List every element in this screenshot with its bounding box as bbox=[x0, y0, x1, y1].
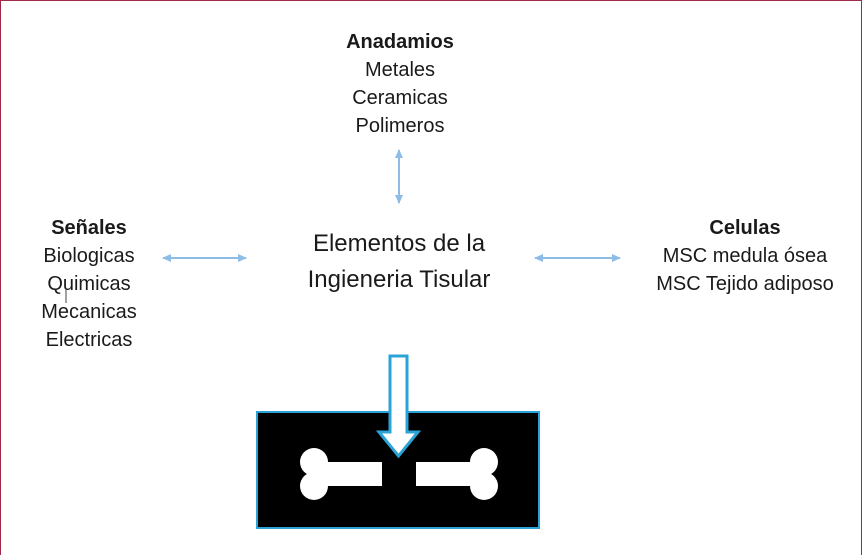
bone-icon bbox=[300, 448, 382, 500]
celulas-item-medula: MSC medula ósea bbox=[662, 245, 828, 267]
celulas-item-adiposo: MSC Tejido adiposo bbox=[656, 273, 834, 295]
senales-block: Señales Biologicas Quimicas Mecanicas El… bbox=[0, 214, 178, 354]
senales-item-electricas: Electricas bbox=[45, 329, 133, 351]
anadamios-item-polimeros: Polimeros bbox=[355, 115, 445, 137]
celulas-title: Celulas bbox=[709, 217, 781, 239]
anadamios-block: Anadamios Metales Ceramicas Polimeros bbox=[300, 28, 500, 140]
down-arrow-icon bbox=[375, 354, 422, 459]
center-title-line-2: Ingieneria Tisular bbox=[307, 266, 491, 293]
center-title: Elementos de la Ingieneria Tisular bbox=[240, 226, 558, 298]
center-title-line-1: Elementos de la bbox=[312, 230, 486, 257]
anadamios-item-metales: Metales bbox=[364, 59, 436, 81]
anadamios-title: Anadamios bbox=[346, 31, 454, 53]
celulas-block: Celulas MSC medula ósea MSC Tejido adipo… bbox=[628, 214, 862, 298]
senales-item-mecanicas: Mecanicas bbox=[41, 301, 137, 323]
senales-title: Señales bbox=[51, 217, 127, 239]
senales-item-biologicas: Biologicas bbox=[43, 245, 135, 267]
anadamios-item-ceramicas: Ceramicas bbox=[352, 87, 448, 109]
senales-item-quimicas: Quimicas bbox=[47, 273, 131, 295]
bone-icon bbox=[416, 448, 498, 500]
